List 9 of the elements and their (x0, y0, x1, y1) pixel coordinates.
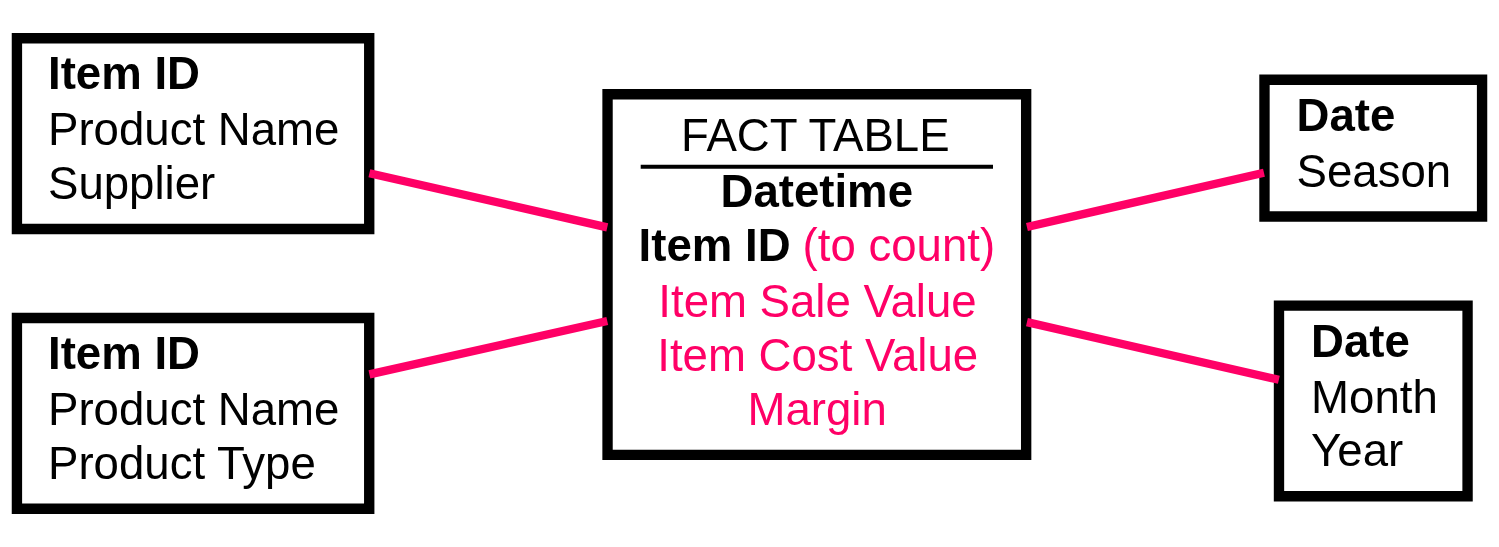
node-box: Date Season (1259, 74, 1488, 222)
node-box: FACT TABLE Datetime Item ID (to count) Item Sale Value Item Cost Value Margin (602, 89, 1032, 460)
node-box: Item ID Product Name Product Type (11, 312, 375, 514)
connector (1026, 168, 1265, 231)
connector (1026, 318, 1280, 384)
connector (368, 317, 609, 379)
node-box: Date Month Year (1273, 300, 1473, 502)
node-box: Item ID Product Name Supplier (11, 33, 375, 235)
connector (368, 169, 609, 232)
